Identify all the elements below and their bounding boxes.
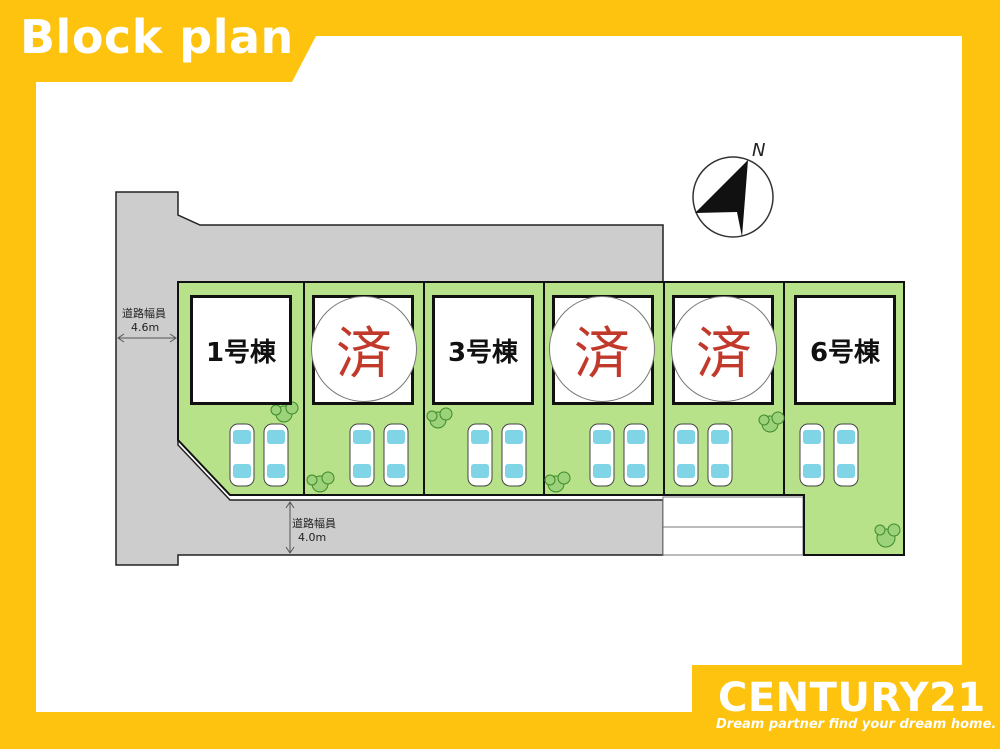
brand-logo: CENTURY21 xyxy=(718,675,986,721)
cars xyxy=(229,423,859,487)
sold-mark-lot-2: 済 xyxy=(311,296,417,402)
brand-tagline: Dream partner find your dream home. xyxy=(716,717,997,732)
compass-icon xyxy=(692,156,774,238)
sold-mark-lot-5: 済 xyxy=(671,296,777,402)
compass-north-label: N xyxy=(752,140,766,161)
car-icon xyxy=(673,423,699,487)
road-width-marker-west xyxy=(117,333,177,343)
building-lot-6: 6号棟 xyxy=(794,295,896,405)
road-west-label: 道路幅員 xyxy=(122,307,166,320)
sold-mark-lot-4: 済 xyxy=(549,296,655,402)
building-lot-1: 1号棟 xyxy=(190,295,292,405)
car-icon xyxy=(799,423,825,487)
shrubs xyxy=(270,401,901,548)
car-icon xyxy=(383,423,409,487)
road-south-label: 道路幅員 xyxy=(292,517,336,530)
car-icon xyxy=(501,423,527,487)
road-west-width: 4.6m xyxy=(131,321,160,334)
car-icon xyxy=(263,423,289,487)
car-icon xyxy=(467,423,493,487)
car-icon xyxy=(833,423,859,487)
car-icon xyxy=(589,423,615,487)
brand-box xyxy=(692,665,1000,749)
car-icon xyxy=(707,423,733,487)
car-icon xyxy=(229,423,255,487)
car-icon xyxy=(349,423,375,487)
building-lot-3: 3号棟 xyxy=(432,295,534,405)
road-width-marker-south xyxy=(285,501,295,554)
page-title: Block plan xyxy=(20,10,294,64)
road-west xyxy=(115,191,664,566)
car-icon xyxy=(623,423,649,487)
road-south-width: 4.0m xyxy=(298,531,327,544)
